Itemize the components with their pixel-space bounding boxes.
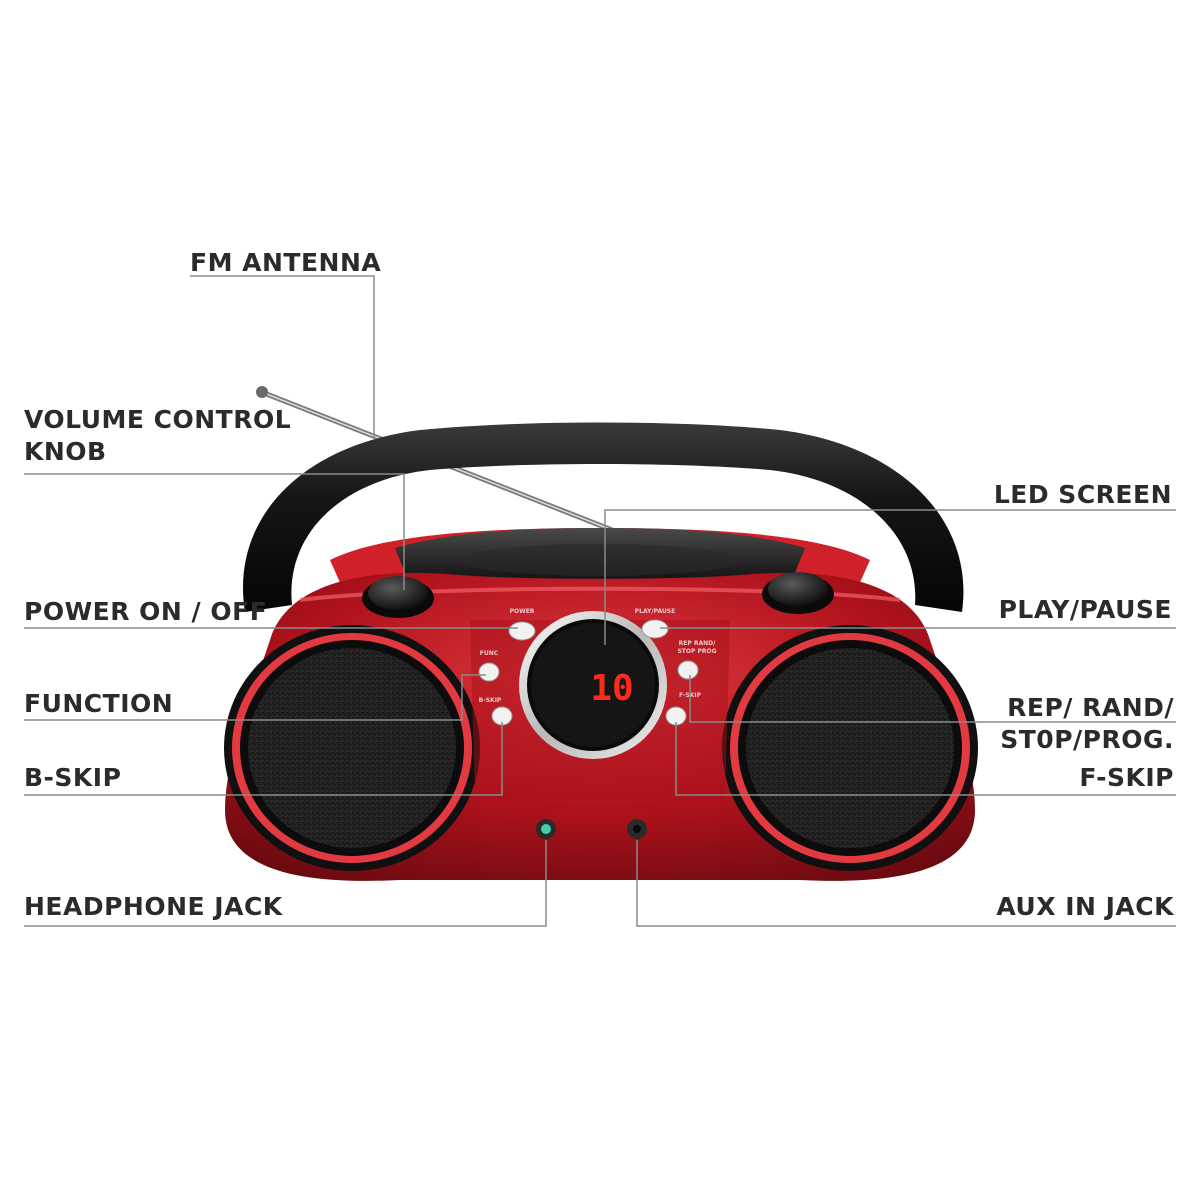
callout-aux xyxy=(636,840,1176,927)
function-button[interactable]: FUNC xyxy=(478,650,500,682)
stop-marking: STOP PROG xyxy=(677,648,716,655)
callout-lines xyxy=(24,275,1176,927)
label-rep-line2: ST0P/PROG. xyxy=(1000,725,1174,754)
label-volume-control-line2: KNOB xyxy=(24,437,107,466)
label-volume-control-line1: VOLUME CONTROL xyxy=(24,405,292,434)
label-aux-in-jack: AUX IN JACK xyxy=(996,892,1174,921)
callout-fm-antenna xyxy=(190,275,375,440)
rep-marking: REP RAND/ xyxy=(679,640,716,647)
label-f-skip: F-SKIP xyxy=(1079,763,1174,792)
label-power: POWER ON / OFF xyxy=(24,597,268,626)
left-speaker xyxy=(224,625,480,871)
display-readout: 10 xyxy=(590,668,633,709)
b-skip-button[interactable]: B-SKIP xyxy=(479,697,513,726)
power-button[interactable]: POWER xyxy=(508,608,536,641)
label-play-pause: PLAY/PAUSE xyxy=(998,595,1172,624)
carry-handle xyxy=(242,422,964,612)
power-marking: POWER xyxy=(510,608,535,615)
rep-button[interactable]: REP RAND/ STOP PROG xyxy=(677,640,717,680)
callout-b-skip xyxy=(24,722,503,796)
play-pause-marking: PLAY/PAUSE xyxy=(635,608,675,615)
label-led-screen: LED SCREEN xyxy=(993,480,1172,509)
callout-headphone xyxy=(24,840,547,927)
label-headphone-jack: HEADPHONE JACK xyxy=(24,892,283,921)
callout-function xyxy=(24,674,486,721)
bskip-marking: B-SKIP xyxy=(479,697,502,704)
aux-in-jack[interactable] xyxy=(627,819,647,839)
callout-f-skip xyxy=(675,722,1176,796)
func-marking: FUNC xyxy=(480,650,499,657)
callout-led-screen xyxy=(604,509,1176,645)
label-function: FUNCTION xyxy=(24,689,174,718)
led-screen: 10 xyxy=(519,611,667,759)
headphone-jack[interactable] xyxy=(536,819,556,839)
label-fm-antenna: FM ANTENNA xyxy=(190,248,382,277)
callout-volume xyxy=(24,473,405,590)
play-pause-button[interactable]: PLAY/PAUSE xyxy=(635,608,675,639)
right-knob[interactable] xyxy=(762,572,834,614)
volume-knob[interactable] xyxy=(362,576,434,618)
label-b-skip: B-SKIP xyxy=(24,763,122,792)
label-rep-line1: REP/ RAND/ xyxy=(1007,693,1174,722)
callout-rep xyxy=(689,675,1176,723)
right-speaker xyxy=(722,625,978,871)
